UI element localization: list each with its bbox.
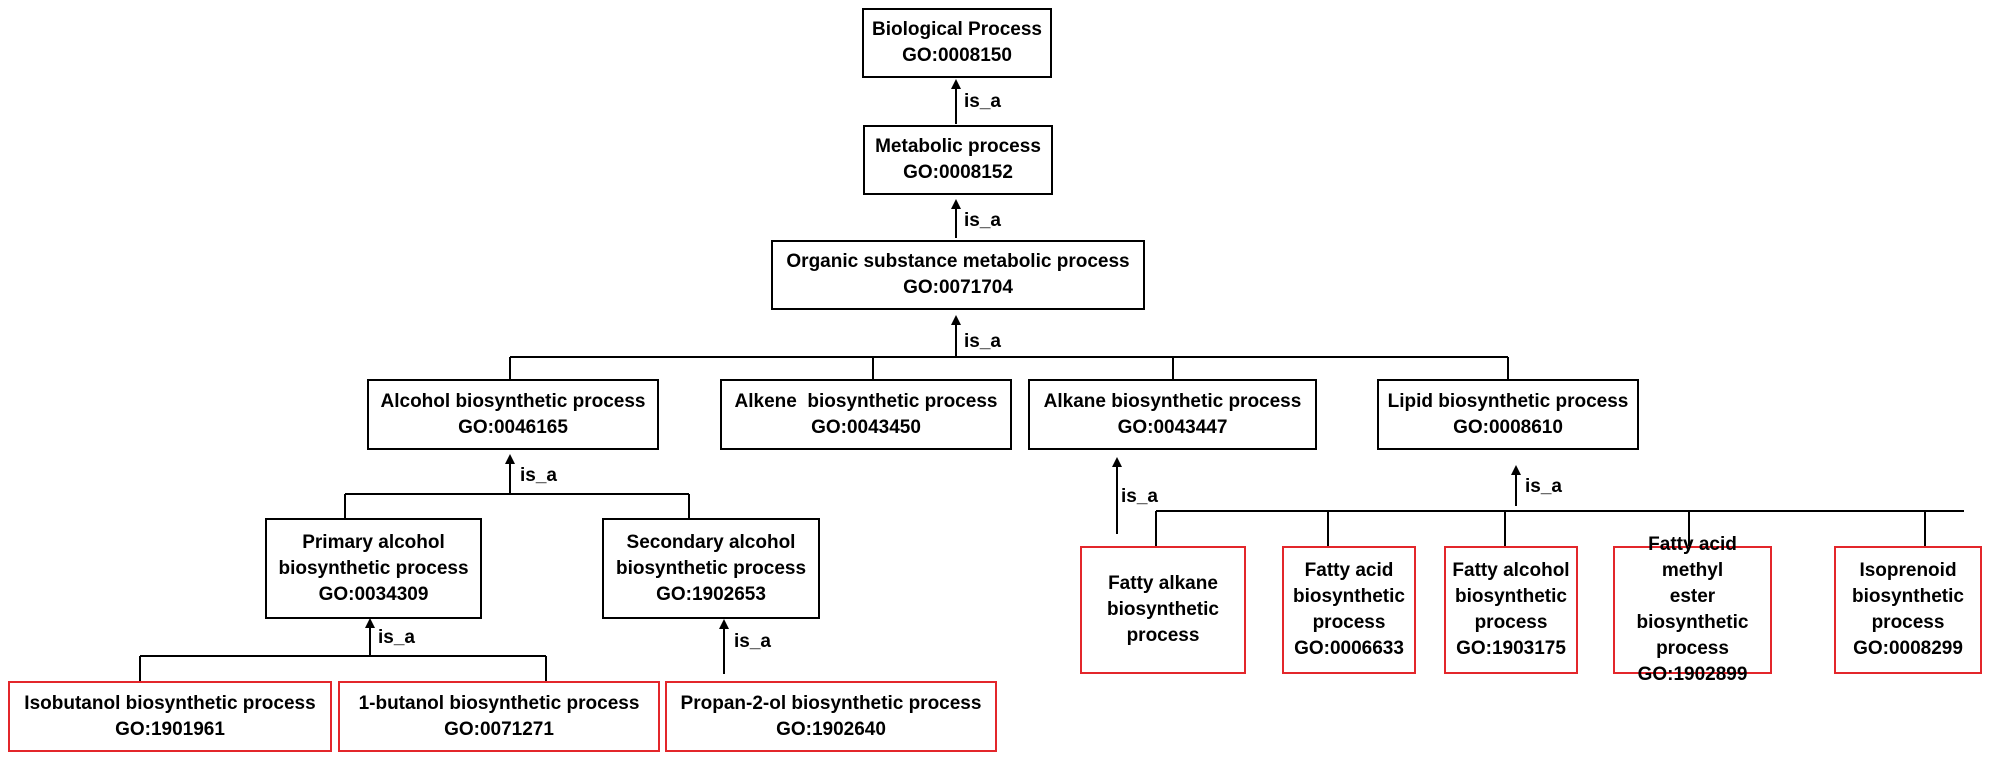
node-title: Isobutanol biosynthetic process bbox=[24, 692, 316, 714]
node-title-line-3: process bbox=[1656, 638, 1729, 659]
node-go-id: GO:1902899 bbox=[1637, 664, 1748, 685]
node-isobutanol-biosynthetic-process: Isobutanol biosynthetic process GO:19019… bbox=[8, 681, 332, 752]
node-title-line-2: biosynthetic bbox=[1107, 599, 1219, 620]
node-title-line-2: biosynthetic bbox=[1293, 586, 1405, 607]
node-title-line-1: Isoprenoid bbox=[1859, 560, 1957, 581]
node-title-line-2: ester biosynthetic bbox=[1636, 586, 1749, 633]
node-metabolic-process: Metabolic process GO:0008152 bbox=[863, 125, 1053, 195]
node-title-line-1: Primary alcohol bbox=[302, 531, 445, 553]
node-fatty-alkane-biosynthetic-process: Fatty alkane biosynthetic process bbox=[1080, 546, 1246, 674]
node-title-line-2: biosynthetic process bbox=[278, 557, 469, 579]
edge-label-is-a: is_a bbox=[1525, 476, 1562, 497]
node-go-id: GO:0046165 bbox=[458, 416, 568, 438]
node-go-id: GO:0008610 bbox=[1453, 416, 1563, 438]
node-go-id: GO:1902653 bbox=[656, 583, 766, 605]
node-lipid-biosynthetic-process: Lipid biosynthetic process GO:0008610 bbox=[1377, 379, 1639, 450]
node-alcohol-biosynthetic-process: Alcohol biosynthetic process GO:0046165 bbox=[367, 379, 659, 450]
node-organic-substance-metabolic-process: Organic substance metabolic process GO:0… bbox=[771, 240, 1145, 310]
node-title: Metabolic process bbox=[875, 136, 1041, 157]
node-go-id: GO:0006633 bbox=[1294, 638, 1404, 659]
node-go-id: GO:1901961 bbox=[115, 718, 225, 740]
node-title-line-1: Fatty alkane bbox=[1108, 573, 1218, 594]
node-go-id: GO:0008150 bbox=[902, 45, 1012, 66]
node-title-line-3: process bbox=[1312, 612, 1386, 633]
node-fatty-acid-methyl-ester-biosynthetic-process: Fatty acid methyl ester biosynthetic pro… bbox=[1613, 534, 1772, 685]
edge-label-is-a: is_a bbox=[964, 331, 1001, 352]
node-title-line-1: Fatty acid bbox=[1304, 560, 1394, 581]
node-primary-alcohol-biosynthetic-process: Primary alcohol biosynthetic process GO:… bbox=[265, 518, 482, 619]
node-go-id: GO:1902640 bbox=[776, 718, 886, 740]
node-alkane-biosynthetic-process: Alkane biosynthetic process GO:0043447 bbox=[1028, 379, 1317, 450]
node-title-line-1: Fatty acid methyl bbox=[1648, 534, 1737, 581]
node-go-id: GO:0008299 bbox=[1853, 638, 1963, 659]
node-fatty-alcohol-biosynthetic-process: Fatty alcohol biosynthetic process GO:19… bbox=[1444, 546, 1578, 674]
edge-label-is-a: is_a bbox=[378, 627, 415, 648]
node-isoprenoid-biosynthetic-process: Isoprenoid biosynthetic process GO:00082… bbox=[1834, 546, 1982, 674]
edge-label-is-a: is_a bbox=[964, 210, 1001, 231]
node-title-line-3: process bbox=[1126, 625, 1200, 646]
edge-label-is-a: is_a bbox=[964, 91, 1001, 112]
node-go-id: GO:0008152 bbox=[903, 162, 1013, 183]
node-alkene-biosynthetic-process: Alkene biosynthetic process GO:0043450 bbox=[720, 379, 1012, 450]
node-go-id: GO:1903175 bbox=[1456, 638, 1566, 659]
edge-label-is-a: is_a bbox=[734, 631, 771, 652]
node-title-line-2: biosynthetic bbox=[1852, 586, 1964, 607]
node-biological-process: Biological Process GO:0008150 bbox=[862, 8, 1052, 78]
node-go-id: GO:0071704 bbox=[903, 277, 1013, 298]
node-title-line-2: biosynthetic bbox=[1455, 586, 1567, 607]
node-1-butanol-biosynthetic-process: 1-butanol biosynthetic process GO:007127… bbox=[338, 681, 660, 752]
node-go-id: GO:0043450 bbox=[811, 416, 921, 438]
node-title: Organic substance metabolic process bbox=[786, 251, 1130, 272]
node-title: Alcohol biosynthetic process bbox=[380, 390, 646, 412]
node-title: Alkene biosynthetic process bbox=[734, 390, 998, 412]
node-secondary-alcohol-biosynthetic-process: Secondary alcohol biosynthetic process G… bbox=[602, 518, 820, 619]
node-title: 1-butanol biosynthetic process bbox=[358, 692, 640, 714]
node-title-line-3: process bbox=[1474, 612, 1548, 633]
node-title-line-3: process bbox=[1871, 612, 1945, 633]
node-title-line-1: Fatty alcohol bbox=[1452, 560, 1570, 581]
node-title-line-1: Secondary alcohol bbox=[626, 531, 796, 553]
node-title-line-2: biosynthetic process bbox=[615, 557, 807, 579]
edge-label-is-a: is_a bbox=[520, 465, 557, 486]
edge-label-is-a: is_a bbox=[1121, 486, 1158, 507]
node-fatty-acid-biosynthetic-process: Fatty acid biosynthetic process GO:00066… bbox=[1282, 546, 1416, 674]
node-go-id: GO:0071271 bbox=[444, 718, 554, 740]
node-title: Propan-2-ol biosynthetic process bbox=[680, 692, 982, 714]
node-go-id: GO:0034309 bbox=[318, 583, 429, 605]
node-title: Biological Process bbox=[871, 19, 1042, 40]
node-go-id: GO:0043447 bbox=[1117, 416, 1228, 438]
node-title: Lipid biosynthetic process bbox=[1387, 390, 1629, 412]
node-title: Alkane biosynthetic process bbox=[1043, 390, 1302, 412]
node-propan-2-ol-biosynthetic-process: Propan-2-ol biosynthetic process GO:1902… bbox=[665, 681, 997, 752]
